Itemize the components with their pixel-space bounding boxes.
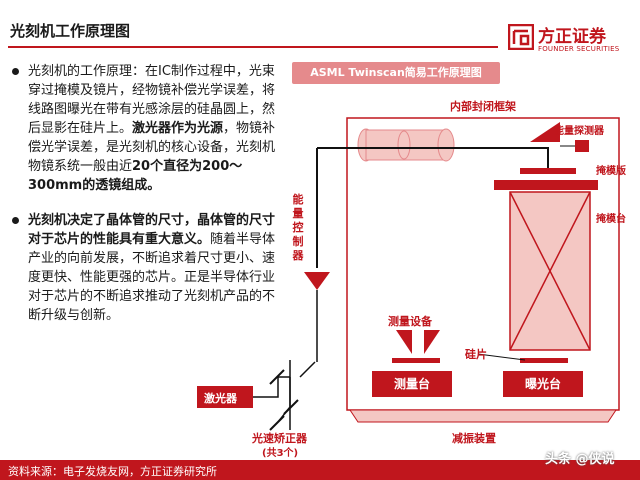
lens-mid xyxy=(397,130,411,160)
title-divider xyxy=(8,46,498,48)
measure-device-left xyxy=(396,330,412,354)
label-wafer: 硅片 xyxy=(465,348,487,361)
beam-corrector-1 xyxy=(269,369,285,385)
mask-stage xyxy=(494,180,598,190)
bullet-icon xyxy=(12,68,19,75)
logo-name-cn: 方正证券 xyxy=(538,27,606,47)
p1-text-bold-b: 激光器作为光源 xyxy=(132,121,224,136)
label-mask: 掩模版 xyxy=(596,166,626,177)
label-beam-corrector-count: (共3个) xyxy=(262,448,299,459)
page-title: 光刻机工作原理图 xyxy=(10,22,131,40)
p1-text-bold-d: 20个直径为200～300mm的透镜组成。 xyxy=(28,159,243,193)
p1-text-a: 光刻机的工作原理：在IC制作过程中，光束穿过掩模及镜片，经物镜补偿光学误差，将线… xyxy=(28,64,276,136)
measure-device-right xyxy=(424,330,440,354)
energy-detector-box xyxy=(575,140,589,152)
label-laser: 激光器 xyxy=(204,392,237,405)
p2-text-b: 随着半导体产业的向前发展，不断追求着尺寸更小、速度更快、性能更强的芯片。正是半导… xyxy=(28,232,276,323)
p2-text-bold-a: 光刻机决定了晶体管的尺寸，晶体管的尺寸对于芯片的性能具有重大意义。 xyxy=(28,213,276,247)
watermark: 头条 @侠说 xyxy=(545,452,615,467)
label-energy-controller: 能量控制器 xyxy=(292,193,304,262)
energy-detector-prism xyxy=(530,122,560,142)
measure-stage: 测量台 xyxy=(372,371,452,397)
p1-text-c: ，物镜补偿光学误差，是光刻机的核心设备，光刻机物镜系统一般由近 xyxy=(28,121,276,174)
label-inner-frame: 内部封闭框架 xyxy=(450,100,516,113)
lens-right xyxy=(437,128,455,162)
mask xyxy=(520,168,576,174)
founder-logo-icon xyxy=(508,24,534,50)
wafer-exposure xyxy=(520,358,568,363)
label-energy-detector: 能量探测器 xyxy=(554,126,604,137)
bullet-icon xyxy=(12,217,19,224)
logo-name-en: FOUNDER SECURITIES xyxy=(538,45,620,53)
paragraph-transistor-size: 光刻机决定了晶体管的尺寸，晶体管的尺寸对于芯片的性能具有重大意义。随着半导体产业… xyxy=(10,211,280,325)
wafer-measure xyxy=(392,358,440,363)
exposure-stage: 曝光台 xyxy=(503,371,583,397)
label-mask-stage: 掩模台 xyxy=(596,214,626,225)
label-measure-device: 测量设备 xyxy=(388,315,432,328)
diagram-title: ASML Twinscan简易工作原理图 xyxy=(292,62,500,84)
text-column: 光刻机的工作原理：在IC制作过程中，光束穿过掩模及镜片，经物镜补偿光学误差，将线… xyxy=(10,62,280,341)
energy-controller-prism xyxy=(304,272,330,290)
label-beam-corrector: 光速矫正器 xyxy=(252,432,307,445)
label-damping: 减振装置 xyxy=(452,432,496,445)
company-logo: 方正证券 FOUNDER SECURITIES xyxy=(508,22,632,58)
damping-base xyxy=(349,409,617,423)
beam-path xyxy=(317,147,549,168)
paragraph-working-principle: 光刻机的工作原理：在IC制作过程中，光束穿过掩模及镜片，经物镜补偿光学误差，将线… xyxy=(10,62,280,195)
source-note: 资料来源：电子发烧友网，方正证券研究所 xyxy=(8,465,217,478)
footer-bar xyxy=(0,460,640,480)
laser-box xyxy=(197,386,253,408)
